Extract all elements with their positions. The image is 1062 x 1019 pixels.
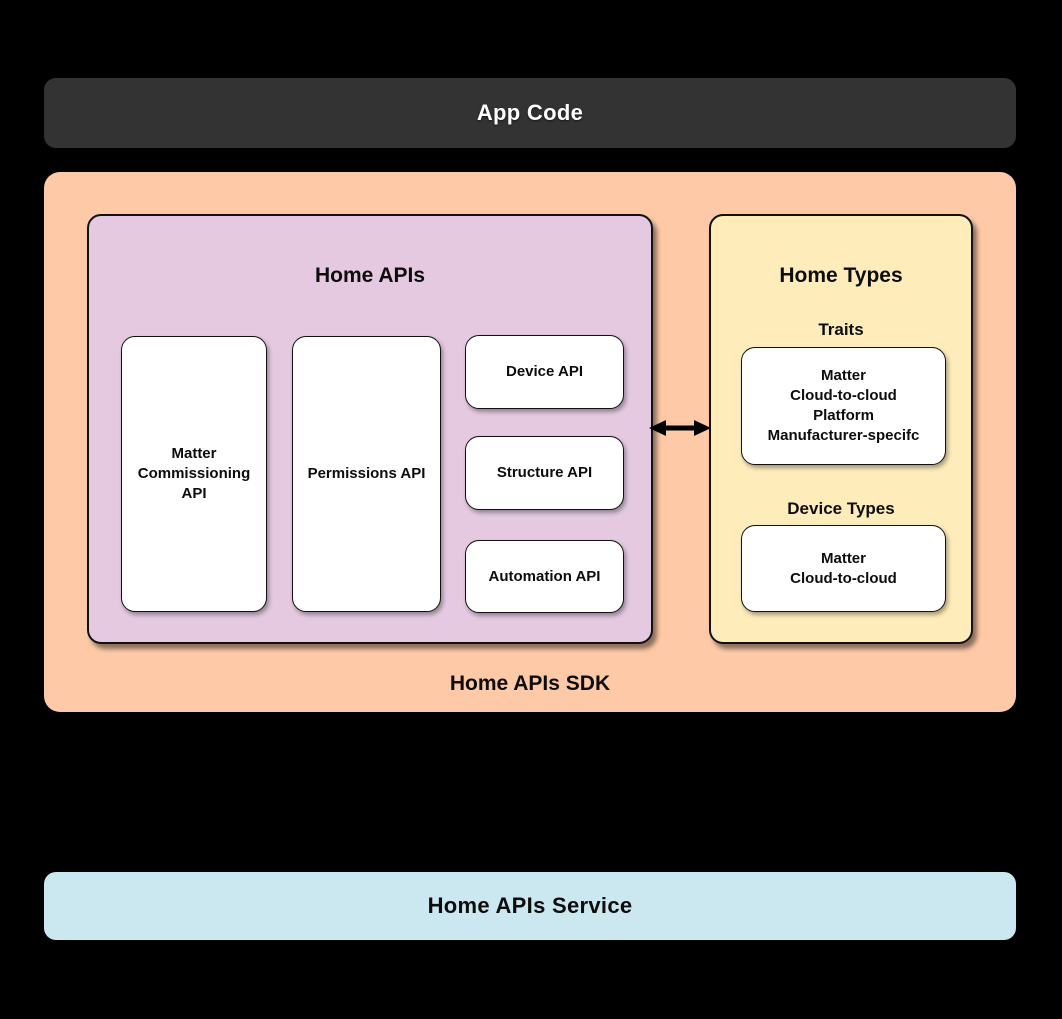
structure-api-box: Structure API	[465, 436, 624, 510]
traits-box: Matter Cloud-to-cloud Platform Manufactu…	[741, 347, 946, 465]
device-types-label: Device Types	[787, 499, 895, 518]
home-types-title: Home Types	[779, 264, 903, 287]
home-apis-sdk-block: Home APIs Matter Commissioning API Permi…	[44, 172, 1016, 712]
permissions-api-box: Permissions API	[292, 336, 441, 612]
app-code-label: App Code	[476, 100, 584, 125]
device-api-box: Device API	[465, 335, 624, 409]
matter-commissioning-api-box: Matter Commissioning API	[121, 336, 267, 612]
automation-api-box: Automation API	[465, 540, 624, 613]
home-apis-title: Home APIs	[314, 264, 426, 287]
app-code-block: App Code	[44, 78, 1016, 148]
bidirectional-arrow-icon	[649, 416, 711, 440]
home-apis-service-label: Home APIs Service	[427, 893, 633, 918]
traits-label: Traits	[818, 320, 864, 339]
home-apis-panel: Home APIs Matter Commissioning API Permi…	[87, 214, 653, 644]
device-types-box: Matter Cloud-to-cloud	[741, 525, 946, 612]
home-types-panel: Home Types Traits Matter Cloud-to-cloud …	[709, 214, 973, 644]
home-apis-sdk-label: Home APIs SDK	[449, 672, 611, 695]
home-apis-service-block: Home APIs Service	[44, 872, 1016, 940]
